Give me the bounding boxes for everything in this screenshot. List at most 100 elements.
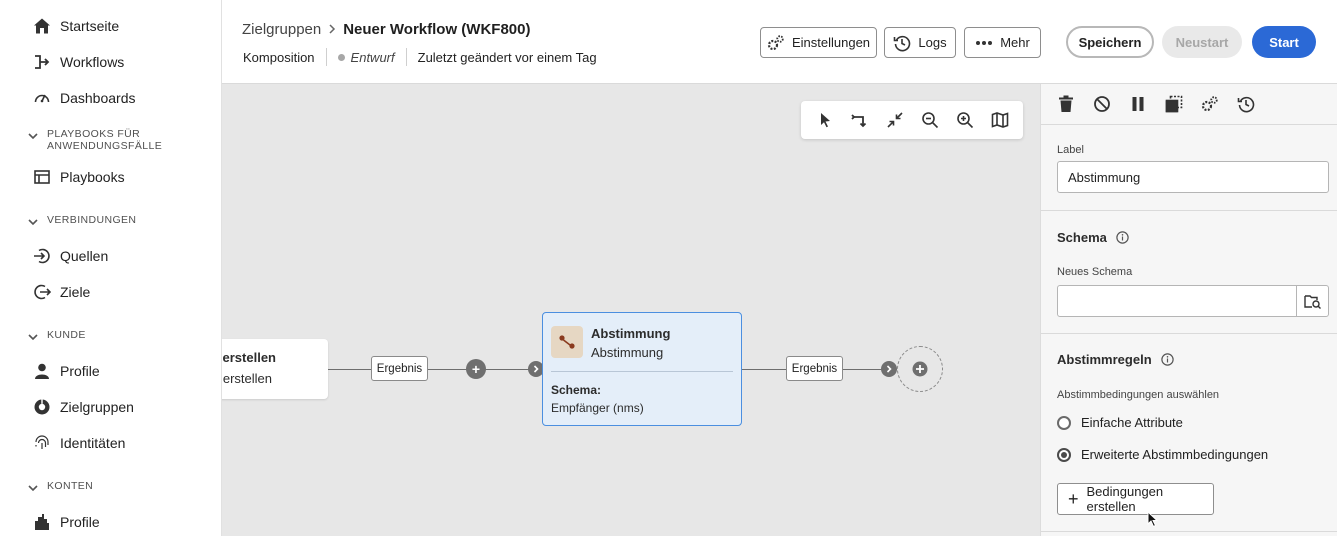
header: Zielgruppen Neuer Workflow (WKF800) Komp… <box>222 0 1337 84</box>
properties-panel: Label Abstimmung Schema Neues Schema Abs… <box>1040 84 1337 536</box>
schema-section: Schema Neues Schema <box>1041 211 1337 334</box>
panel-toolbar <box>1041 84 1337 125</box>
pause-icon[interactable] <box>1127 93 1149 115</box>
auto-arrange-icon[interactable] <box>848 108 872 132</box>
disable-icon[interactable] <box>1091 93 1113 115</box>
sidebar-item-label: Profile <box>60 363 100 379</box>
new-schema-field[interactable] <box>1057 285 1329 317</box>
audiences-icon <box>33 398 51 416</box>
sidebar-item-profile[interactable]: Profile <box>33 359 100 383</box>
add-activity-icon[interactable]: + <box>466 359 486 379</box>
pointer-icon[interactable] <box>813 108 837 132</box>
save-button[interactable]: Speichern <box>1066 26 1154 58</box>
sidebar-item-konten-profile[interactable]: Profile <box>33 510 100 534</box>
page-title: Neuer Workflow (WKF800) <box>343 21 531 38</box>
connector-line <box>742 369 786 370</box>
collapse-icon[interactable] <box>883 108 907 132</box>
breadcrumb: Zielgruppen Neuer Workflow (WKF800) <box>242 21 530 38</box>
label-input[interactable]: Abstimmung <box>1057 161 1329 193</box>
workflow-canvas[interactable]: erstellen erstellen Ergebnis + Abstimmun… <box>222 84 1040 536</box>
add-circle-icon <box>912 361 928 377</box>
sidebar-item-label: Dashboards <box>60 90 136 106</box>
rules-heading: Abstimmregeln <box>1057 352 1174 367</box>
radio-button[interactable] <box>1057 415 1071 430</box>
zoom-out-icon[interactable] <box>918 108 942 132</box>
section-playbooks[interactable]: PLAYBOOKS FÜR ANWENDUNGSFÄLLE <box>27 128 167 152</box>
info-icon[interactable] <box>1160 353 1174 366</box>
chevron-down-icon <box>27 481 39 493</box>
more-icon <box>975 40 993 46</box>
logs-button[interactable]: Logs <box>884 27 956 58</box>
divider <box>551 371 733 372</box>
zoom-in-icon[interactable] <box>953 108 977 132</box>
add-activity-placeholder[interactable] <box>897 346 943 392</box>
rules-caption: Abstimmbedingungen auswählen <box>1057 389 1220 401</box>
chevron-down-icon <box>27 330 39 342</box>
browse-schema-icon[interactable] <box>1296 285 1328 317</box>
copy-icon[interactable] <box>1163 93 1185 115</box>
section-label: KUNDE <box>47 329 86 341</box>
last-modified: Zuletzt geändert vor einem Tag <box>417 49 597 65</box>
fingerprint-icon <box>33 434 51 452</box>
radio-label: Einfache Attribute <box>1081 415 1183 430</box>
reconciliation-icon <box>551 326 583 358</box>
sources-icon <box>33 247 51 265</box>
section-konten[interactable]: KONTEN <box>27 480 93 493</box>
radio-simple-attributes[interactable]: Einfache Attribute <box>1057 415 1183 430</box>
map-icon[interactable] <box>988 108 1012 132</box>
divider <box>405 48 407 66</box>
workflow-meta: Komposition Entwurf Zuletzt geändert vor… <box>243 48 597 66</box>
more-button[interactable]: Mehr <box>964 27 1041 58</box>
chevron-right-icon <box>328 22 336 37</box>
radio-advanced-conditions[interactable]: Erweiterte Abstimmbedingungen <box>1057 447 1268 462</box>
sidebar-item-label: Profile <box>60 514 100 530</box>
radio-label: Erweiterte Abstimmbedingungen <box>1081 447 1269 462</box>
destinations-icon <box>33 283 51 301</box>
plus-icon: + <box>1068 489 1079 509</box>
connector-line <box>328 369 372 370</box>
sidebar-item-workflows[interactable]: Workflows <box>33 50 124 74</box>
profile-icon <box>33 362 51 380</box>
node-subtitle: Abstimmung <box>591 345 664 360</box>
section-label: PLAYBOOKS FÜR ANWENDUNGSFÄLLE <box>47 128 163 152</box>
chevron-down-icon <box>27 215 39 227</box>
dashboard-icon <box>33 89 51 107</box>
new-schema-caption: Neues Schema <box>1057 266 1133 278</box>
history-icon[interactable] <box>1235 93 1257 115</box>
info-icon[interactable] <box>1116 231 1129 244</box>
settings-button[interactable]: Einstellungen <box>760 27 877 58</box>
label-section: Label Abstimmung <box>1041 125 1337 211</box>
sidebar-item-quellen[interactable]: Quellen <box>33 244 108 268</box>
arrow-right-icon <box>528 361 544 377</box>
start-button[interactable]: Start <box>1252 26 1316 58</box>
mouse-cursor-icon <box>1147 511 1159 528</box>
breadcrumb-parent[interactable]: Zielgruppen <box>242 21 322 38</box>
label-caption: Label <box>1057 144 1084 156</box>
radio-button-selected[interactable] <box>1057 447 1071 462</box>
node-subtitle: erstellen <box>222 371 272 386</box>
home-icon <box>33 17 51 35</box>
section-verbindungen[interactable]: VERBINDUNGEN <box>27 214 136 227</box>
workflow-icon <box>33 53 51 71</box>
divider <box>1041 531 1337 532</box>
create-conditions-button[interactable]: + Bedingungen erstellen <box>1057 483 1214 515</box>
sidebar-item-dashboards[interactable]: Dashboards <box>33 86 136 110</box>
schema-heading-label: Schema <box>1057 230 1107 245</box>
node-title: Abstimmung <box>591 326 671 341</box>
sidebar-item-label: Playbooks <box>60 169 125 185</box>
sidebar-item-identitaeten[interactable]: Identitäten <box>33 431 125 455</box>
sidebar-item-startseite[interactable]: Startseite <box>33 14 119 38</box>
section-kunde[interactable]: KUNDE <box>27 329 86 342</box>
sidebar-item-zielgruppen[interactable]: Zielgruppen <box>33 395 134 419</box>
workflow-node-reconciliation[interactable]: Abstimmung Abstimmung Schema: Empfänger … <box>542 312 742 426</box>
gears-icon <box>767 34 785 52</box>
more-button-label: Mehr <box>1000 35 1030 50</box>
section-label: KONTEN <box>47 480 94 492</box>
sidebar-item-playbooks[interactable]: Playbooks <box>33 165 125 189</box>
workflow-node-create[interactable]: erstellen erstellen <box>222 339 328 399</box>
node-schema-value: Empfänger (nms) <box>551 401 644 415</box>
delete-icon[interactable] <box>1055 93 1077 115</box>
sidebar-item-ziele[interactable]: Ziele <box>33 280 90 304</box>
gears-icon[interactable] <box>1199 93 1221 115</box>
restart-button[interactable]: Neustart <box>1162 26 1242 58</box>
